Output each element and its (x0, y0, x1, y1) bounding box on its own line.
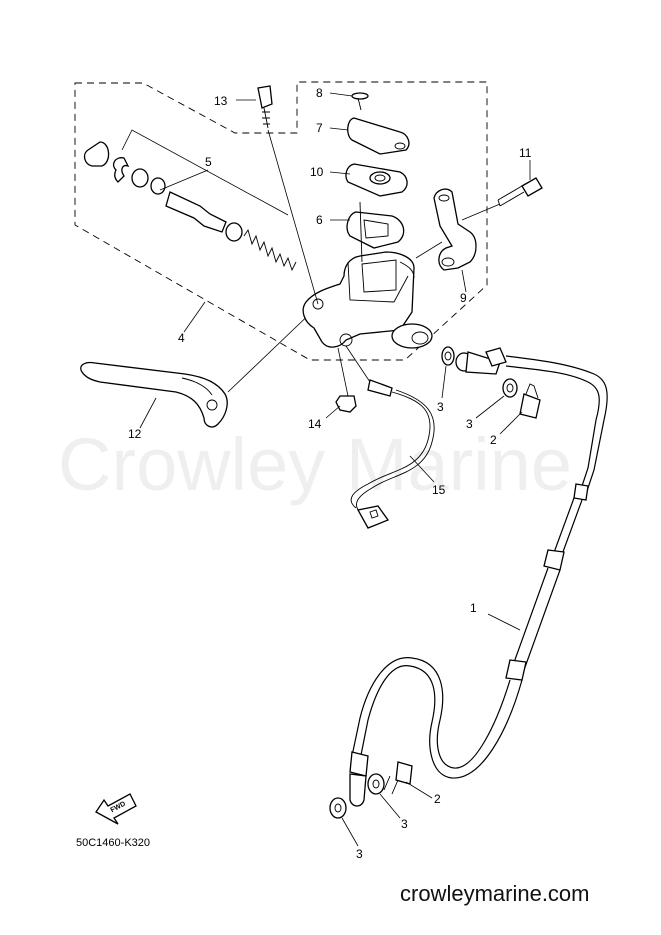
fwd-arrow-icon: FWD (95, 793, 137, 825)
callout-12: 12 (128, 427, 142, 441)
callout-3c: 3 (401, 817, 408, 831)
union-bolt-upper[interactable] (519, 383, 541, 419)
callout-11: 11 (519, 146, 532, 160)
master-cylinder-body[interactable] (302, 251, 433, 349)
brake-light-switch[interactable] (350, 379, 435, 529)
washer-lower-2[interactable] (367, 773, 385, 795)
callout-2a: 2 (490, 433, 497, 447)
callout-8: 8 (316, 86, 323, 100)
site-url[interactable]: crowleymarine.com (400, 881, 590, 906)
watermark: Crowley Marine (58, 423, 572, 506)
reservoir-cap[interactable] (347, 117, 410, 155)
diagram-code: 50C1460-K320 (76, 837, 150, 849)
callouts: 13 8 7 10 6 5 11 9 4 12 14 15 3 3 2 1 2 … (128, 86, 532, 861)
callout-13: 13 (214, 94, 228, 108)
piston-kit[interactable] (83, 141, 297, 272)
callout-10: 10 (310, 165, 324, 179)
diaphragm-plate[interactable] (345, 163, 408, 197)
bolt-13[interactable] (257, 85, 273, 129)
leader-lines (139, 92, 531, 847)
callout-3b: 3 (466, 417, 473, 431)
assembly-box-left (74, 81, 488, 361)
union-bolt-lower[interactable] (383, 761, 413, 795)
washer-upper-1[interactable] (441, 346, 455, 366)
bolt-11[interactable] (497, 177, 543, 207)
callout-5: 5 (205, 155, 212, 169)
callout-14: 14 (308, 417, 322, 431)
callout-2b: 2 (434, 792, 441, 806)
washer-lower-1[interactable] (329, 797, 347, 819)
callout-3d: 3 (356, 847, 363, 861)
hose-fitting-upper[interactable] (455, 347, 507, 375)
switch-nut[interactable] (335, 395, 357, 413)
callout-6: 6 (316, 213, 323, 227)
callout-4: 4 (178, 331, 185, 345)
callout-7: 7 (316, 121, 323, 135)
diaphragm[interactable] (346, 211, 405, 249)
brake-lever[interactable] (80, 361, 228, 428)
callout-15: 15 (432, 483, 446, 497)
callout-9: 9 (460, 291, 467, 305)
washer-upper-2[interactable] (502, 378, 518, 398)
callout-1: 1 (470, 601, 477, 615)
screw-8[interactable] (351, 92, 369, 111)
callout-3a: 3 (437, 400, 444, 414)
lever-holder[interactable] (433, 188, 477, 271)
brake-hose[interactable] (349, 355, 608, 807)
